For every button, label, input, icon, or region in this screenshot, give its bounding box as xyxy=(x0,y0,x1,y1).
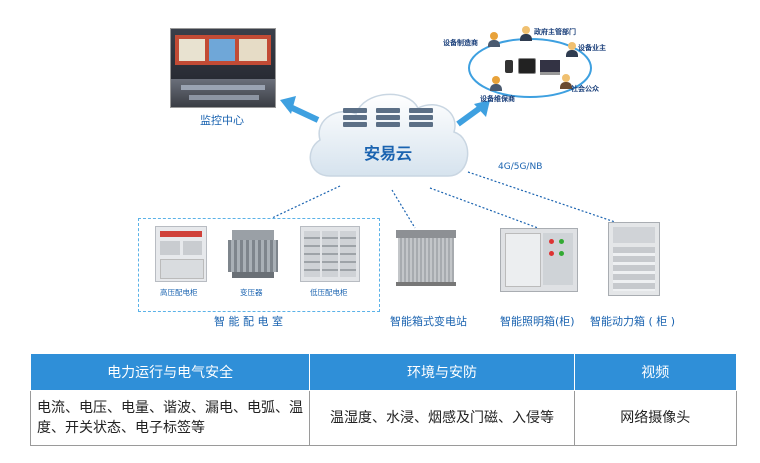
monitor-center-image xyxy=(170,28,276,108)
link-power-box xyxy=(467,171,616,223)
stakeholder-label: 社会公众 xyxy=(571,85,599,93)
arrow-to-monitor xyxy=(286,103,320,123)
stakeholder-label: 设备制造商 xyxy=(443,39,478,47)
table-cell: 网络摄像头 xyxy=(573,390,738,446)
table-header: 环境与安防 xyxy=(309,353,575,391)
equipment-label: 高压配电柜 xyxy=(160,288,198,297)
person-icon xyxy=(560,74,572,90)
distribution-room-label: 智 能 配 电 室 xyxy=(214,315,283,328)
table-cell: 温湿度、水浸、烟感及门磁、入侵等 xyxy=(309,390,575,446)
monitoring-table: 电力运行与电气安全 环境与安防 视频 电流、电压、电量、谐波、漏电、电弧、温度、… xyxy=(29,353,738,446)
monitor-label: 监控中心 xyxy=(200,114,244,127)
person-icon xyxy=(488,32,500,48)
cloud-title: 安易云 xyxy=(363,144,412,163)
person-icon xyxy=(490,76,502,92)
station-label: 智能照明箱(柜) xyxy=(500,315,575,328)
table-header: 电力运行与电气安全 xyxy=(29,353,311,391)
table-header: 视频 xyxy=(573,353,738,391)
stakeholder-label: 政府主管部门 xyxy=(534,28,576,36)
low-voltage-cabinet-image xyxy=(300,226,360,282)
server-icon xyxy=(409,108,433,128)
equipment-label: 变压器 xyxy=(240,288,263,297)
lighting-box-image xyxy=(500,228,578,292)
person-icon xyxy=(520,26,532,42)
tablet-icon xyxy=(518,58,536,74)
stakeholder-label: 设备业主 xyxy=(578,44,606,52)
network-label: 4G/5G/NB xyxy=(498,162,543,172)
cloud-shape xyxy=(309,93,469,177)
arrow-head-monitor xyxy=(280,96,296,114)
stakeholder-label: 设备维保商 xyxy=(480,95,515,103)
box-substation-image xyxy=(396,230,456,286)
station-label: 智能动力箱 ( 柜 ) xyxy=(590,315,676,328)
table-cell: 电流、电压、电量、谐波、漏电、电弧、温度、开关状态、电子标签等 xyxy=(29,390,311,446)
distribution-room-group xyxy=(138,218,380,312)
high-voltage-cabinet-image xyxy=(155,226,207,282)
arrow-to-stakeholders xyxy=(456,105,482,127)
link-distribution-room xyxy=(271,185,341,219)
link-lighting-box xyxy=(429,187,539,229)
equipment-label: 低压配电柜 xyxy=(310,288,348,297)
transformer-image xyxy=(226,230,280,280)
server-icon xyxy=(343,108,367,128)
link-box-station xyxy=(391,189,416,229)
table-row: 电流、电压、电量、谐波、漏电、电弧、温度、开关状态、电子标签等 温湿度、水浸、烟… xyxy=(29,390,738,446)
arrow-head-stakeholders xyxy=(474,100,490,117)
phone-icon xyxy=(505,60,513,73)
station-label: 智能箱式变电站 xyxy=(390,315,467,328)
power-box-image xyxy=(608,222,660,296)
laptop-icon xyxy=(540,60,560,75)
server-icon xyxy=(376,108,400,128)
person-icon xyxy=(566,42,578,58)
